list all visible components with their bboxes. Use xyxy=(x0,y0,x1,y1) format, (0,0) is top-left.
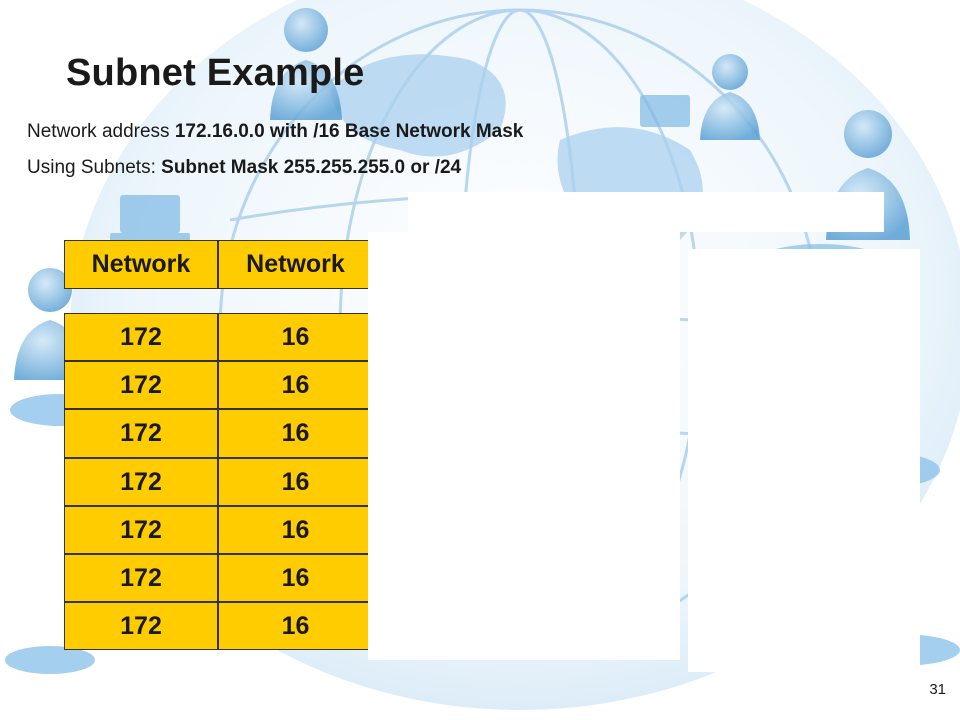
row-3-octet-2: 16 xyxy=(218,409,373,458)
cover-panel-middle xyxy=(368,232,680,660)
row-4-octet-1: 172 xyxy=(64,458,218,506)
row-5-octet-1: 172 xyxy=(64,506,218,554)
network-address-value: 172.16.0.0 with /16 Base Network Mask xyxy=(174,121,524,142)
row-4-octet-2: 16 xyxy=(218,458,373,506)
row-2-octet-2: 16 xyxy=(218,361,373,409)
row-6-octet-1: 172 xyxy=(64,554,218,602)
row-1-octet-2: 16 xyxy=(218,313,373,361)
cover-panel-right xyxy=(688,249,920,672)
row-7-octet-2: 16 xyxy=(218,602,373,650)
slide-title: Subnet Example xyxy=(66,52,365,94)
network-address-prefix: Network address xyxy=(27,121,175,142)
subnet-mask-value: Subnet Mask 255.255.255.0 or /24 xyxy=(161,157,462,178)
row-6-octet-2: 16 xyxy=(218,554,373,602)
subnet-mask-prefix: Using Subnets: xyxy=(27,157,162,178)
row-7-octet-1: 172 xyxy=(64,602,218,650)
page-number: 31 xyxy=(929,681,946,698)
header-network-1: Network xyxy=(64,240,218,289)
subnet-mask-line: Using Subnets: Subnet Mask 255.255.255.0… xyxy=(27,157,461,179)
row-5-octet-2: 16 xyxy=(218,506,373,554)
cover-panel-top xyxy=(408,192,884,232)
row-1-octet-1: 172 xyxy=(64,313,218,361)
row-2-octet-1: 172 xyxy=(64,361,218,409)
row-3-octet-1: 172 xyxy=(64,409,218,458)
network-address-line: Network address 172.16.0.0 with /16 Base… xyxy=(27,121,523,143)
header-network-2: Network xyxy=(218,240,373,289)
